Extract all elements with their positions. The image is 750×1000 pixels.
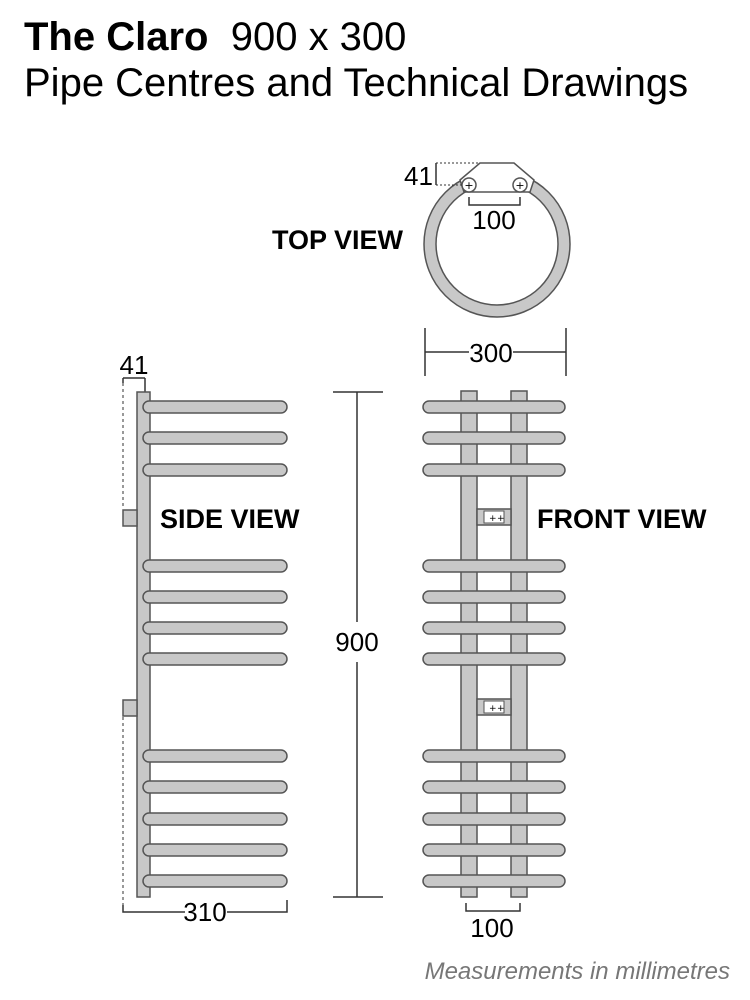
overall-width-label: 300 bbox=[469, 338, 512, 368]
units-footnote: Measurements in millimetres bbox=[424, 958, 730, 985]
page-title: The Claro 900 x 300 bbox=[24, 14, 406, 60]
top-view: + + 41 100 bbox=[404, 161, 571, 318]
page-subtitle: Pipe Centres and Technical Drawings bbox=[24, 61, 689, 105]
top-pipe-centres-label: 100 bbox=[472, 205, 515, 235]
svg-text:+: + bbox=[489, 514, 497, 524]
front-view-rails bbox=[422, 400, 566, 888]
side-view-vertical-bar bbox=[136, 391, 151, 898]
side-view-label: SIDE VIEW bbox=[160, 504, 300, 534]
depth-label: 310 bbox=[183, 897, 226, 927]
svg-text:+: + bbox=[497, 514, 505, 524]
overall-width-dimension bbox=[424, 328, 567, 376]
side-view-rails bbox=[142, 400, 288, 888]
top-view-ring-inner bbox=[435, 182, 559, 306]
product-name: The Claro bbox=[24, 15, 209, 59]
front-view-bracket-upper: + + bbox=[476, 508, 512, 526]
top-offset-label: 41 bbox=[404, 161, 433, 191]
front-view-bracket-lower: + + bbox=[476, 698, 512, 716]
front-view: + + + + bbox=[422, 390, 566, 912]
svg-text:+: + bbox=[489, 704, 497, 714]
product-size: 900 x 300 bbox=[230, 15, 407, 59]
svg-text:+: + bbox=[515, 179, 524, 192]
side-view-bracket-lower bbox=[122, 699, 138, 717]
top-view-label: TOP VIEW bbox=[272, 225, 404, 255]
bottom-pipe-centres-label: 100 bbox=[470, 913, 513, 943]
height-dimension bbox=[333, 391, 383, 898]
side-view bbox=[122, 377, 288, 913]
height-label: 900 bbox=[335, 627, 378, 657]
svg-text:+: + bbox=[464, 179, 473, 192]
svg-text:+: + bbox=[497, 704, 505, 714]
side-offset-label: 41 bbox=[120, 350, 149, 380]
front-view-upright-right bbox=[510, 390, 528, 898]
top-view-pipe-right bbox=[512, 177, 528, 193]
front-view-upright-left bbox=[460, 390, 478, 898]
front-view-label: FRONT VIEW bbox=[537, 504, 707, 534]
side-view-bracket-upper bbox=[122, 509, 138, 527]
